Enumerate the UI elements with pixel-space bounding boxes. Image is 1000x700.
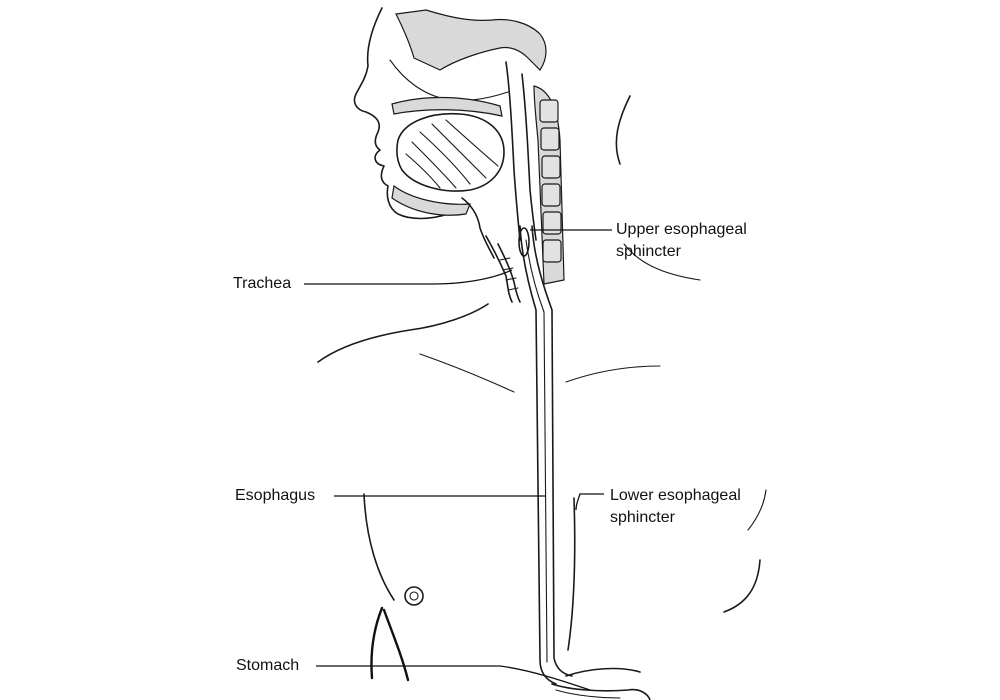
- trachea-leader: [304, 269, 513, 285]
- palate: [391, 96, 503, 117]
- vertebra: [542, 239, 562, 263]
- stomach-curve: [555, 689, 621, 699]
- esophagus-lumen: [525, 239, 548, 663]
- epiglottis: [461, 197, 495, 259]
- torso-right-upper: [747, 489, 767, 531]
- tongue: [396, 112, 505, 192]
- clavicle-line: [419, 353, 515, 393]
- label-lower-esophageal-sphincter-line2: sphincter: [610, 509, 675, 526]
- nasal-cavity: [395, 9, 547, 71]
- shoulder-right: [565, 365, 661, 383]
- torso-left-contour: [363, 493, 395, 601]
- label-stomach: Stomach: [236, 657, 300, 674]
- vertebra: [541, 155, 561, 179]
- label-esophagus: Esophagus: [235, 487, 316, 504]
- nasal-passage: [389, 59, 509, 102]
- back-of-neck: [615, 95, 631, 165]
- stomach-leader: [316, 665, 591, 691]
- vertebra: [540, 127, 560, 151]
- vertebra: [539, 99, 559, 123]
- face-profile: [353, 7, 449, 220]
- stomach: [551, 667, 651, 700]
- torso-right-contour: [723, 559, 761, 613]
- label-upper-esophageal-sphincter-line2: sphincter: [616, 243, 681, 260]
- vertebra: [542, 211, 562, 235]
- shoulder-left: [317, 303, 489, 363]
- lower-sphincter-leader: [575, 493, 604, 511]
- label-trachea: Trachea: [233, 275, 292, 292]
- trachea-rings: [499, 257, 519, 291]
- nipple-inner: [409, 591, 419, 601]
- larynx: [485, 235, 513, 303]
- arm-fold: [370, 606, 410, 682]
- pharynx-wall-inner: [521, 73, 537, 241]
- mandible: [391, 184, 471, 216]
- pharynx-wall: [505, 61, 521, 241]
- lower-esophageal-sphincter: [567, 497, 576, 651]
- vertebra: [541, 183, 561, 207]
- esophagus-right-wall: [531, 225, 573, 677]
- esophagus-left-wall: [519, 225, 557, 685]
- neck-back-line: [623, 243, 701, 281]
- label-upper-esophageal-sphincter-line1: Upper esophageal: [616, 221, 747, 238]
- nipple-outer: [404, 586, 424, 606]
- tongue-fibers: [405, 119, 499, 189]
- trachea-tube: [497, 243, 521, 303]
- label-lower-esophageal-sphincter-line1: Lower esophageal: [610, 487, 741, 504]
